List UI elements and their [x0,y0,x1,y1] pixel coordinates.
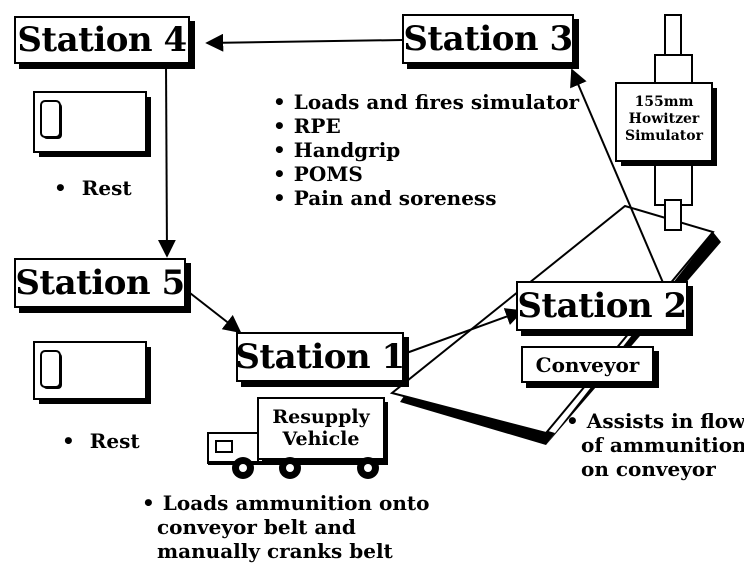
rest-text: Rest [89,429,140,453]
activity-label: Loads and fires simulator [293,90,580,114]
station-3-box: Station 3 [402,14,574,64]
station-3-activity-list: Loads and fires simulator RPE Handgrip P… [273,90,579,210]
howitzer-simulator-icon [615,14,717,231]
resupply-vehicle-label: Resupply Vehicle [258,406,384,450]
arrow-station3-to-station4 [205,33,403,52]
vehicle-label-line: Vehicle [282,428,360,450]
station-1-note: Loads ammunition onto conveyor belt and … [142,491,429,563]
station-4-box: Station 4 [14,16,190,64]
howitzer-simulator-label: 155mm Howitzer Simulator [616,94,712,145]
conveyor-note: Assists in flow of ammunition on conveyo… [566,409,744,481]
howitzer-label-line: Howitzer [628,111,700,127]
resupply-vehicle-icon [207,397,388,479]
rest-bed-icon-station5 [33,341,151,404]
rest-text: Rest [81,176,132,200]
activity-label: POMS [293,162,363,186]
station-5-box: Station 5 [14,258,186,308]
activity-item: Handgrip [273,138,579,162]
station-5-rest-label: Rest [62,429,140,453]
activity-label: Pain and soreness [293,186,497,210]
arrow-station4-to-station5 [157,62,176,258]
activity-item: Pain and soreness [273,186,579,210]
activity-label: RPE [293,114,341,138]
station-1-box: Station 1 [235,332,405,382]
conveyor-note-text: Assists in flow [586,409,744,433]
station-1-note-line: Loads ammunition onto [142,491,430,515]
howitzer-label-line: Simulator [625,128,703,144]
arrow-station1-to-station2 [400,308,524,356]
station-1-note-text: Loads ammunition onto [162,491,430,515]
arrow-station5-to-station1 [180,285,242,334]
station-2-box: Station 2 [516,281,688,331]
activity-item: RPE [273,114,579,138]
conveyor-note-line: on conveyor [581,457,716,481]
arrow-station2-to-station3 [570,68,665,286]
activity-item: POMS [273,162,579,186]
rest-bed-icon-station4 [33,91,151,157]
station-1-note-line: manually cranks belt [157,539,393,563]
howitzer-label-line: 155mm [634,94,694,110]
conveyor-label: Conveyor [521,346,654,383]
station-4-rest-label: Rest [54,176,132,200]
conveyor-note-line: of ammunition [581,433,744,457]
vehicle-label-line: Resupply [272,406,370,428]
activity-item: Loads and fires simulator [273,90,579,114]
activity-label: Handgrip [293,138,401,162]
station-1-note-line: conveyor belt and [157,515,356,539]
conveyor-note-line: Assists in flow [566,409,744,433]
